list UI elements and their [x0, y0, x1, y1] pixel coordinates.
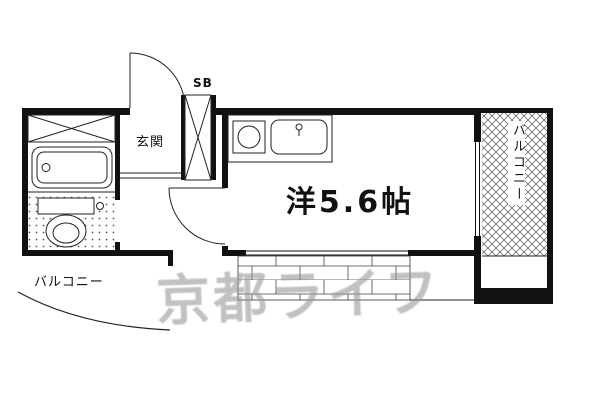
wall-top-balcony	[480, 108, 553, 113]
entrance-door-arc	[129, 52, 186, 109]
label-balcony-right: バルコニー	[508, 121, 525, 205]
shoe-box	[184, 94, 212, 181]
label-entrance: 玄関	[136, 135, 165, 150]
wall-right-outer	[547, 108, 553, 293]
wall-bath-right-stub	[115, 242, 120, 256]
wall-genkan-right	[181, 95, 185, 180]
wall-sb-right	[211, 95, 216, 180]
wall-bath-right	[115, 108, 120, 200]
wall-balcony-post	[168, 250, 173, 266]
wall-left	[22, 108, 28, 256]
room-door-arc	[168, 187, 226, 245]
wall-bottom-stub-left	[222, 250, 246, 256]
label-balcony-bottom: バルコニー	[34, 275, 104, 290]
wall-top-left	[22, 108, 130, 115]
wall-room-right-upper	[474, 108, 481, 142]
window-right-wall	[475, 142, 480, 236]
walls	[22, 95, 553, 304]
kitchen-counter	[227, 114, 333, 163]
genkan-step-lines	[120, 172, 181, 179]
toilet	[28, 194, 115, 250]
kitchen-sink	[270, 119, 328, 155]
stove-burner	[237, 125, 261, 149]
brick-paving	[237, 255, 474, 301]
wall-room-left-upper	[222, 108, 228, 188]
balcony-bottom-curve	[17, 291, 171, 331]
wall-room-left-lower	[222, 246, 228, 256]
wall-bottom-right-block	[474, 288, 553, 304]
watermark-text: 京都ライフ	[155, 260, 443, 333]
wall-bottom-left	[22, 250, 172, 256]
label-shoe-box: SB	[193, 76, 213, 90]
stove	[232, 120, 266, 154]
wall-bottom-stub-right	[408, 250, 474, 256]
closet-crossbox	[27, 114, 116, 143]
wall-top-main	[215, 108, 480, 115]
wall-room-right-lower	[474, 236, 481, 296]
bathtub	[31, 146, 113, 189]
window-bottom-wall	[246, 250, 408, 256]
label-main-room: 洋5.6帖	[285, 185, 415, 220]
